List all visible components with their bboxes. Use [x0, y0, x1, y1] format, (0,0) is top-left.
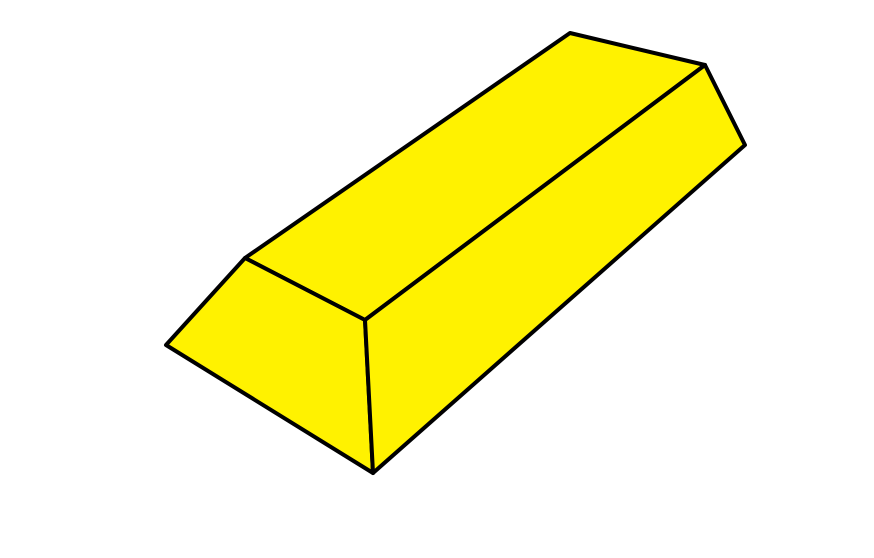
bar-side-face: [363, 63, 747, 475]
